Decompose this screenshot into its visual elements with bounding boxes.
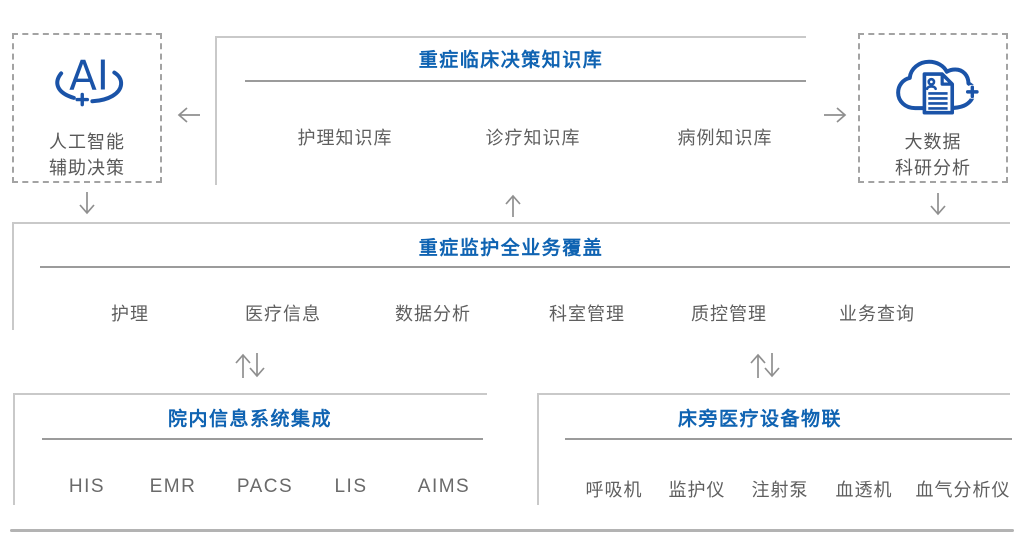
device-box-border-left [537, 393, 539, 505]
coverage-item: 数据分析 [395, 304, 471, 324]
arrow-up-icon [504, 193, 522, 217]
device-item: 呼吸机 [585, 480, 643, 500]
device-box-underline [565, 438, 1012, 440]
ai-orbit-icon: AI [51, 51, 127, 114]
coverage-box-underline [40, 266, 1010, 268]
knowledge-box-title: 重症临床决策知识库 [418, 50, 604, 71]
arrow-up-down-icon [233, 352, 267, 379]
knowledge-item: 护理知识库 [297, 128, 393, 148]
hospital-item: EMR [149, 476, 197, 497]
coverage-item: 科室管理 [549, 304, 625, 324]
bigdata-box: 大数据 科研分析 [858, 33, 1008, 183]
device-item: 监护仪 [668, 480, 726, 500]
bottom-divider [10, 529, 1014, 532]
device-item: 注射泵 [751, 480, 809, 500]
knowledge-item: 病例知识库 [677, 128, 773, 148]
ai-decision-box: AI 人工智能 辅助决策 [12, 33, 162, 183]
coverage-box-title: 重症监护全业务覆盖 [418, 238, 604, 259]
hospital-item: LIS [334, 476, 368, 497]
knowledge-item: 诊疗知识库 [485, 128, 581, 148]
arrow-up-down-icon [748, 352, 782, 379]
coverage-item: 质控管理 [691, 304, 767, 324]
device-box-border-top [537, 393, 1010, 395]
coverage-box-border-top [12, 222, 1010, 224]
device-item: 血透机 [835, 480, 893, 500]
coverage-box-border-left [12, 222, 14, 330]
hospital-item: PACS [236, 476, 294, 497]
ai-box-label-line1: 人工智能 [49, 132, 125, 152]
cloud-document-icon [891, 54, 980, 122]
hospital-item: AIMS [417, 476, 471, 497]
knowledge-box-underline [245, 80, 806, 82]
arrow-down-icon [78, 192, 96, 216]
ai-box-label-line2: 辅助决策 [49, 158, 125, 178]
hospital-box-underline [42, 438, 483, 440]
knowledge-box-border-top [215, 36, 806, 38]
device-item: 血气分析仪 [915, 480, 1011, 500]
arrow-left-icon [176, 106, 200, 124]
bigdata-box-label-line1: 大数据 [904, 132, 962, 152]
hospital-box-title: 院内信息系统集成 [167, 409, 333, 430]
hospital-box-border-left [13, 393, 15, 505]
coverage-item: 护理 [111, 304, 149, 324]
coverage-item: 业务查询 [839, 304, 915, 324]
bigdata-box-label-line2: 科研分析 [895, 158, 971, 178]
coverage-item: 医疗信息 [245, 304, 321, 324]
svg-text:AI: AI [69, 51, 109, 99]
hospital-box-border-top [13, 393, 487, 395]
device-box-title: 床旁医疗设备物联 [677, 409, 843, 430]
hospital-item: HIS [68, 476, 106, 497]
arrow-down-icon [929, 193, 947, 217]
knowledge-box-border-left [215, 36, 217, 185]
arrow-right-icon [824, 106, 848, 124]
